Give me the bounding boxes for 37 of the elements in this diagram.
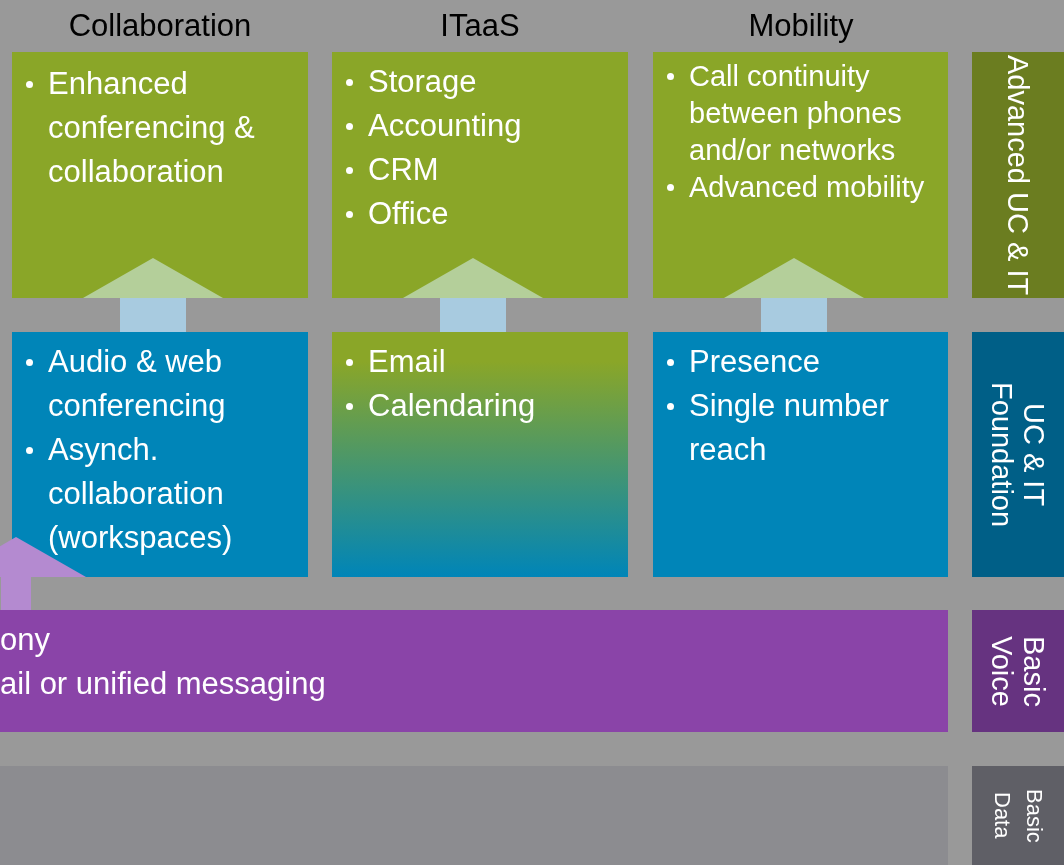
bullet-item: CRM (344, 148, 618, 192)
layer-tab (972, 766, 1064, 865)
feature-box (653, 52, 948, 298)
layer-label: UC & IT Foundation (986, 380, 1050, 530)
bullet-item: Audio & web conferencing (24, 340, 300, 428)
feature-box (12, 52, 308, 298)
bullet-item: Storage (344, 60, 618, 104)
layer-tab (972, 610, 1064, 732)
bullet-item: Single number reach (665, 384, 938, 472)
arrow (0, 537, 86, 610)
arrow (403, 258, 543, 332)
layer-label: Advanced UC & IT (1002, 54, 1034, 296)
bullet-item: Email (344, 340, 618, 384)
bullet-item: Office (344, 192, 618, 236)
band-text: ony (0, 621, 51, 659)
layer-band (0, 610, 948, 732)
bullet-item: Calendaring (344, 384, 618, 428)
feature-box (332, 52, 628, 298)
bullet-item: Enhanced conferencing & collaboration (24, 62, 298, 194)
layer-tab (972, 332, 1064, 577)
bullet-item: Accounting (344, 104, 618, 148)
feature-box (653, 332, 948, 577)
bullet-item: Presence (665, 340, 938, 384)
column-heading: Collaboration (67, 8, 253, 44)
arrow (724, 258, 864, 332)
column-heading: Mobility (747, 8, 855, 44)
column-heading: ITaaS (439, 8, 521, 44)
layer-tab (972, 52, 1064, 298)
layer-label: Basic Data (989, 787, 1048, 845)
band-text: ail or unified messaging (0, 665, 327, 703)
bullet-item: Call continuity between phones and/or networks (665, 58, 938, 169)
arrow (83, 258, 223, 332)
layer-label: Basic Voice (986, 634, 1050, 709)
bullet-item: Advanced mobility (665, 169, 938, 206)
feature-box (12, 332, 308, 577)
bullet-item: Asynch. collaboration (workspaces) (24, 428, 300, 560)
feature-box (332, 332, 628, 577)
